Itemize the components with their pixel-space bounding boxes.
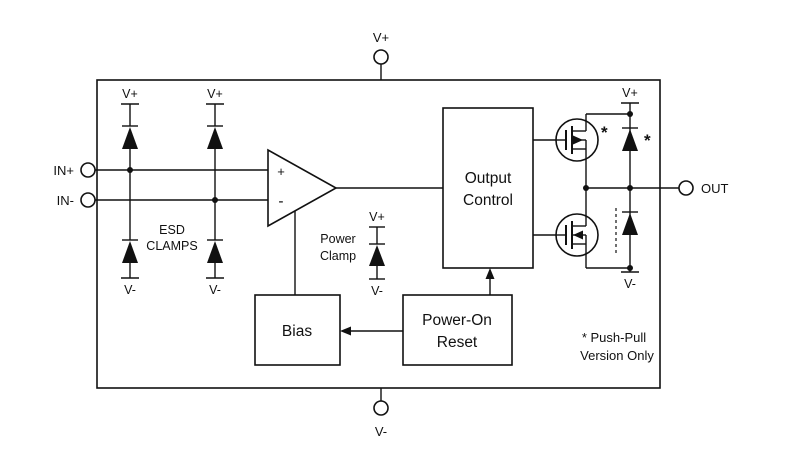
- junction-dot: [627, 111, 633, 117]
- arrowhead-left: [340, 326, 351, 336]
- esd-clamp-in-plus: V+ V-: [121, 87, 139, 297]
- bias-label: Bias: [282, 323, 312, 340]
- esd-b-bottom-diode: [207, 241, 223, 263]
- vplus-pin-circle: [373, 49, 389, 65]
- supply-pin-bottom: V-: [373, 388, 389, 439]
- mosfet-top-arrow: [573, 135, 583, 145]
- esd-b-top-diode: [207, 127, 223, 149]
- esd-a-vplus-label: V+: [122, 87, 138, 101]
- por-to-bias-arrow: [340, 326, 403, 336]
- junction-dot: [627, 185, 633, 191]
- in-minus-pin-circle: [80, 192, 96, 208]
- opamp-plus-sign: +: [277, 164, 285, 179]
- esd-b-vplus-label: V+: [207, 87, 223, 101]
- por-to-output-control-arrow: [485, 268, 495, 295]
- opamp-minus-sign: -: [278, 193, 283, 210]
- push-pull-note: * Push-Pull Version Only: [580, 330, 654, 363]
- bias-block: Bias: [254, 294, 341, 366]
- output-control-rect: [442, 107, 534, 269]
- push-pull-note-line1: * Push-Pull: [582, 330, 646, 345]
- power-clamp-caption-line1: Power: [320, 232, 355, 246]
- out-label: OUT: [701, 181, 729, 196]
- mosfet-top-asterisk: *: [601, 123, 608, 142]
- power-on-reset-block: Power-On Reset: [402, 294, 513, 366]
- power-clamp-vplus-label: V+: [369, 210, 385, 224]
- output-bottom-diode: [622, 213, 638, 235]
- esd-b-vminus-label: V-: [209, 283, 221, 297]
- in-plus-label: IN+: [53, 163, 74, 178]
- in-plus-pin-circle: [80, 162, 96, 178]
- esd-a-bottom-diode: [122, 241, 138, 263]
- output-top-diode: [622, 129, 638, 151]
- output-diode-asterisk: *: [644, 131, 651, 150]
- junction-dot: [627, 265, 633, 271]
- in-minus-label: IN-: [57, 193, 74, 208]
- power-clamp-caption-line2: Clamp: [320, 249, 356, 263]
- power-clamp-diode: [369, 245, 385, 266]
- junction-dot: [212, 197, 218, 203]
- junction-dot: [127, 167, 133, 173]
- esd-caption-line2: CLAMPS: [146, 239, 197, 253]
- power-on-reset-label-line1: Power-On: [422, 312, 492, 329]
- power-clamp: Power Clamp V+ V-: [320, 210, 385, 298]
- vminus-pin-label: V-: [375, 424, 387, 439]
- junction-dot: [583, 185, 589, 191]
- arrowhead-up: [485, 268, 495, 279]
- input-pin-in-plus: IN+: [53, 162, 268, 178]
- output-stage-vminus-label: V-: [624, 277, 636, 291]
- output-stage-vplus-label: V+: [622, 86, 638, 100]
- esd-clamp-in-minus: V+ V-: [206, 87, 224, 297]
- esd-caption-line1: ESD: [159, 223, 185, 237]
- power-on-reset-label-line2: Reset: [437, 334, 478, 351]
- output-rail-column: V+ * V-: [583, 86, 651, 291]
- esd-clamps-caption: ESD CLAMPS: [146, 223, 197, 253]
- mosfet-bottom: [533, 188, 630, 269]
- supply-pin-top: V+: [373, 30, 389, 80]
- output-control-label-line2: Control: [463, 192, 513, 209]
- esd-a-top-diode: [122, 127, 138, 149]
- opamp-triangle: [267, 148, 338, 228]
- bias-rect: [254, 294, 341, 366]
- power-clamp-vminus-label: V-: [371, 284, 383, 298]
- mosfet-top: *: [533, 113, 630, 188]
- mosfet-bottom-arrow: [573, 230, 583, 240]
- power-on-reset-rect: [402, 294, 513, 366]
- vminus-pin-circle: [373, 400, 389, 416]
- out-pin-circle: [678, 180, 694, 196]
- input-pin-in-minus: IN-: [57, 192, 268, 208]
- opamp: + -: [267, 148, 443, 295]
- output-control-label-line1: Output: [465, 170, 512, 187]
- output-control-block: Output Control: [442, 107, 534, 269]
- vplus-pin-label: V+: [373, 30, 389, 45]
- esd-a-vminus-label: V-: [124, 283, 136, 297]
- push-pull-note-line2: Version Only: [580, 348, 654, 363]
